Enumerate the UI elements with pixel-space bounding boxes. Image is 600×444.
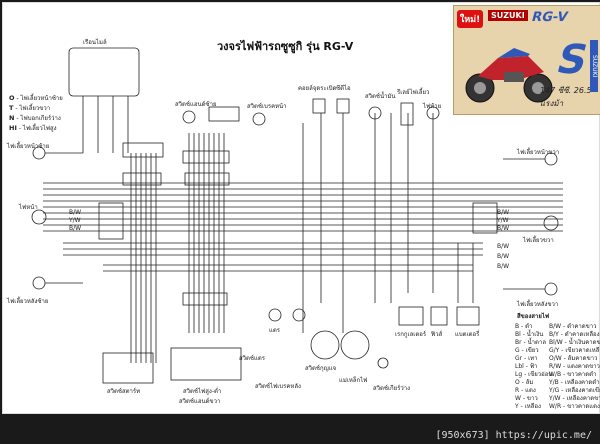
color-legend-item-striped: Y/W - เหลืองคาดขาว <box>549 395 600 402</box>
color-legend-item: Gr - เทา <box>515 355 538 362</box>
label-front-right-signal: ไฟเลี้ยวหน้าขวา <box>517 149 560 156</box>
legend-left-0: O - ไฟเลี้ยวหน้าซ้าย <box>9 94 63 102</box>
label-flasher: รีเลย์ไฟเลี้ยว <box>397 89 430 96</box>
label-rear-right-signal: ไฟเลี้ยวหลังขวา <box>517 301 559 308</box>
legend-left-1: T - ไฟเลี้ยวขวา <box>9 104 51 112</box>
color-legend-item-striped: R/W - แดงคาดขาว <box>549 363 600 370</box>
color-legend-item-striped: O/W - ส้มคาดขาว <box>549 355 598 362</box>
wire-code-0: B/W <box>69 209 82 216</box>
label-horn: แตร <box>269 327 280 334</box>
color-legend-item: B - ดำ <box>515 323 533 330</box>
label-cdi: ซีดีไอ <box>336 85 351 92</box>
label-switch-group: สวิตช์แฮนด์ขวา <box>179 398 221 405</box>
color-legend-item-striped: Y/B - เหลืองคาดดำ <box>549 379 600 386</box>
label-rear-brake-switch: สวิตช์ไฟเบรคหลัง <box>255 383 301 390</box>
color-legend-item: R - แดง <box>515 387 536 394</box>
label-ignition-coil: คอยล์จุดระเบิด <box>298 85 337 92</box>
label-oil-switch: สวิตช์น้ำมัน <box>365 93 396 100</box>
inset-letter: S <box>551 37 593 83</box>
label-headlight-right: ไฟเลี้ยวขวา <box>523 237 554 244</box>
color-legend-item: O - ส้ม <box>515 379 534 386</box>
color-legend-item-striped: G/Y - เขียวคาดเหลือง <box>549 347 600 354</box>
brochure-inset: ใหม่! SUZUKI RG-V S 147 ซีซี. 26.5 แรงม้… <box>453 5 600 115</box>
color-legend-item: W - ขาว <box>515 395 538 402</box>
image-url-footer: [950x673] https://upic.me/ <box>433 430 594 441</box>
label-ignition: สวิตช์กุญแจ <box>305 365 337 372</box>
new-badge: ใหม่! <box>457 10 483 28</box>
label-tail-light: ไฟท้าย <box>423 103 442 110</box>
label-left-switch: สวิตช์แฮนด์ซ้าย <box>175 101 217 108</box>
color-legend-item: Bl - น้ำเงิน <box>515 331 544 338</box>
label-brake-switch: สวิตช์เบรคหน้า <box>247 103 287 110</box>
color-legend-item-striped: Y/G - เหลืองคาดเขียว <box>549 387 600 394</box>
inset-side-strip: SUZUKI <box>590 40 598 92</box>
wire-code-5: B/W <box>497 225 510 232</box>
wire-code-8: B/W <box>497 263 510 270</box>
diagram-title: วงจรไฟฟ้ารถซูซูกิ รุ่น RG-V <box>217 40 354 53</box>
color-legend-item-striped: B/W - ดำคาดขาว <box>549 323 597 330</box>
inset-spec: 147 ซีซี. 26.5 แรงม้า <box>540 86 592 108</box>
label-rear-left-signal: ไฟเลี้ยวหลังซ้าย <box>7 298 49 305</box>
color-legend-item-striped: Bl/W - น้ำเงินคาดขาว <box>549 339 600 346</box>
color-legend-title: สีของสายไฟ <box>517 313 550 320</box>
wire-code-2: B/W <box>69 225 82 232</box>
color-legend-item: Br - น้ำตาล <box>515 339 546 346</box>
color-legend-item: G - เขียว <box>515 347 539 354</box>
color-legend-item: Y - เหลือง <box>515 403 541 410</box>
label-front-left-signal: ไฟเลี้ยวหน้าซ้าย <box>7 143 50 150</box>
color-legend-item-striped: B/Y - ดำคาดเหลือง <box>549 331 600 338</box>
legend-left-2: N - ไฟบอกเกียร์ว่าง <box>9 114 61 122</box>
color-legend-item-striped: W/B - ขาวคาดดำ <box>549 371 597 378</box>
label-switch-box-right: สวิตช์แตร <box>239 355 265 362</box>
label-headlight: ไฟหน้า <box>19 204 38 211</box>
motorcycle-illustration <box>465 48 553 103</box>
color-legend-item-striped: W/R - ขาวคาดแดง <box>549 403 600 410</box>
label-switch-box-left: สวิตช์สตาร์ท <box>107 388 141 395</box>
legend-left-3: HI - ไฟเลี้ยวไฟสูง <box>9 124 57 132</box>
label-battery: แบตเตอรี่ <box>455 331 480 338</box>
wire-code-1: Y/W <box>69 217 81 224</box>
wire-code-7: B/W <box>497 253 510 260</box>
label-fuse: ฟิวส์ <box>431 331 443 338</box>
wire-code-6: B/W <box>497 243 510 250</box>
label-switch-box-mid: สวิตช์ไฟสูง-ต่ำ <box>183 388 222 395</box>
wire-code-4: Y/W <box>497 217 509 224</box>
inset-model: RG-V <box>529 10 570 25</box>
color-legend-item: Lbl - ฟ้า <box>515 363 538 370</box>
wiring-diagram <box>31 47 563 384</box>
label-magneto: แม่เหล็กไฟ <box>339 377 368 384</box>
wiring-diagram-sheet: วงจรไฟฟ้ารถซูซูกิ รุ่น RG-V เรือนไมล์ ไฟ… <box>2 2 600 414</box>
label-meter: เรือนไมล์ <box>83 39 107 46</box>
label-regulator: เรกกูเลเตอร์ <box>395 331 427 338</box>
inset-brand: SUZUKI <box>488 10 528 21</box>
color-legend-item: Lg - เขียวอ่อน <box>515 371 553 378</box>
wire-code-3: B/W <box>497 209 510 216</box>
label-neutral-switch: สวิตช์เกียร์ว่าง <box>373 385 411 392</box>
